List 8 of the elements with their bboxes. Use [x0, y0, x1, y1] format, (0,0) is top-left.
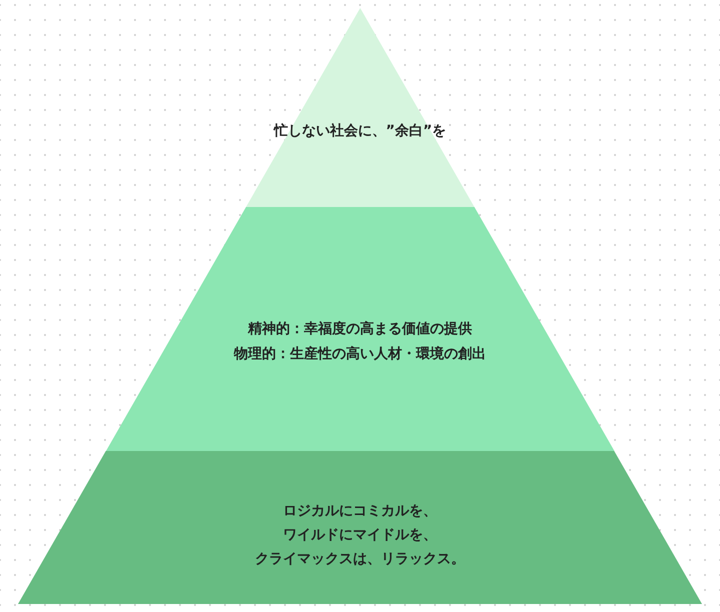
tier-text: 忙しない社会に、”余白”を	[274, 122, 446, 140]
tier-text: ロジカルにコミカルを、	[283, 502, 437, 520]
tier-text: クライマックスは、リラックス。	[255, 550, 465, 568]
tier-text: 物理的：生産性の高い人材・環境の創出	[234, 345, 486, 363]
tier-text: 精神的：幸福度の高まる価値の提供	[248, 320, 472, 338]
pyramid-tier	[106, 207, 614, 451]
tier-text: ワイルドにマイドルを、	[283, 526, 437, 544]
pyramid-tier	[18, 451, 702, 604]
